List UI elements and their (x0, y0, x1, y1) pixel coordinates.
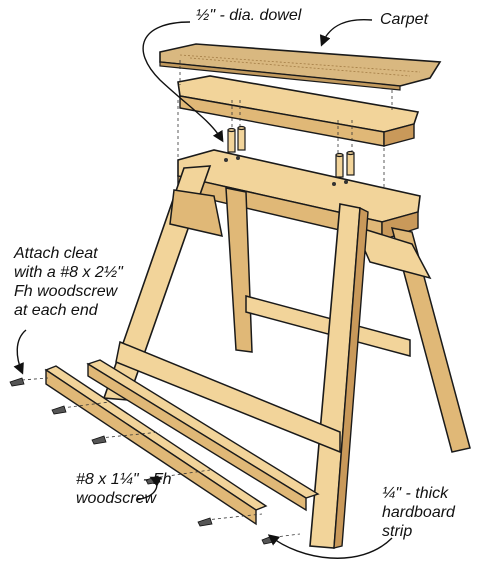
top-cleat-board (177, 75, 420, 147)
callout-arrows (13, 18, 393, 559)
attach-cleat-label: Attach cleat with a #8 x 2½" Fh woodscre… (14, 244, 123, 320)
screw-icon (197, 517, 213, 527)
hardboard-strip (86, 359, 320, 512)
carpet-piece (159, 43, 442, 91)
attach-cleat-line-2: with a #8 x 2½" (14, 264, 123, 281)
front-gusset (169, 189, 223, 237)
hardboard-line-1: ¼" - thick (382, 485, 449, 502)
screw-icon (91, 435, 107, 445)
dowel-label: ½" - dia. dowel (196, 7, 302, 24)
carpet-label: Carpet (380, 11, 429, 28)
dowels (227, 125, 355, 178)
hardboard-label: ¼" - thick hardboard strip (382, 484, 455, 541)
front-stretcher (115, 340, 341, 454)
screw-icon (51, 405, 67, 415)
small-screw-line-2: woodscrew (76, 490, 157, 507)
hardboard-line-3: strip (382, 523, 413, 540)
small-screw-label: #8 x 1¼" - Fh woodscrew (76, 470, 172, 508)
attach-cleat-line-4: at each end (14, 302, 98, 319)
cleat-strip (44, 365, 268, 526)
hardboard-line-2: hardboard (382, 504, 455, 521)
attach-cleat-line-3: Fh woodscrew (14, 283, 118, 300)
screw-icon (9, 377, 25, 387)
small-screw-line-1: #8 x 1¼" - Fh (76, 471, 172, 488)
attach-cleat-line-1: Attach cleat (14, 245, 98, 262)
